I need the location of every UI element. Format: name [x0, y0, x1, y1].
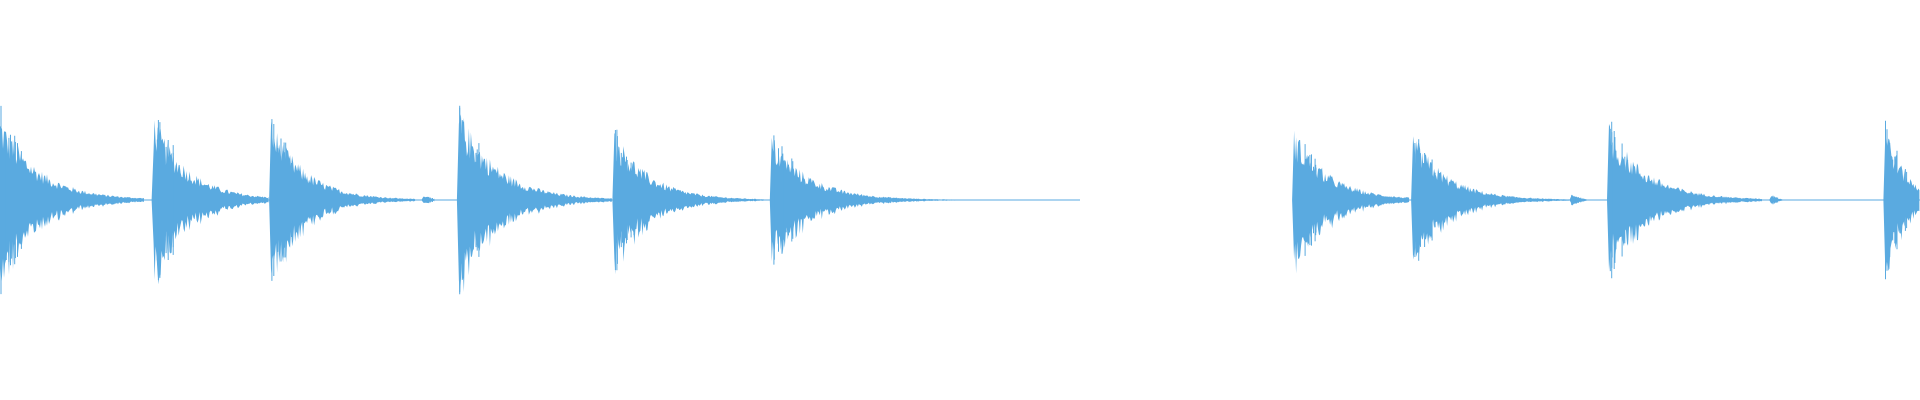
waveform-transient [1883, 130, 1920, 274]
waveform-transient [1292, 130, 1410, 274]
waveform-transient [456, 114, 612, 295]
waveform-transient [1411, 136, 1571, 260]
waveform-transient [1607, 124, 1762, 270]
waveform-transient [269, 121, 416, 274]
waveform-transient [0, 125, 144, 286]
waveform-transient [769, 137, 1079, 262]
waveform-transient [612, 133, 764, 275]
waveform-transients [0, 105, 1920, 295]
waveform-transient [151, 120, 269, 285]
